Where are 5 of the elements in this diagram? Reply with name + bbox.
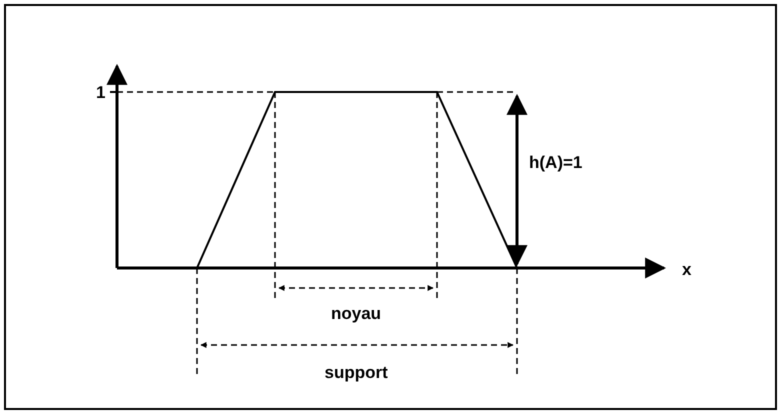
dimension-label: noyau: [331, 305, 382, 322]
axis-label: x: [682, 261, 692, 278]
dimension-label: h(A)=1: [529, 154, 582, 171]
axis-tick-label: 1: [96, 84, 106, 101]
dimension-label: support: [324, 364, 388, 381]
